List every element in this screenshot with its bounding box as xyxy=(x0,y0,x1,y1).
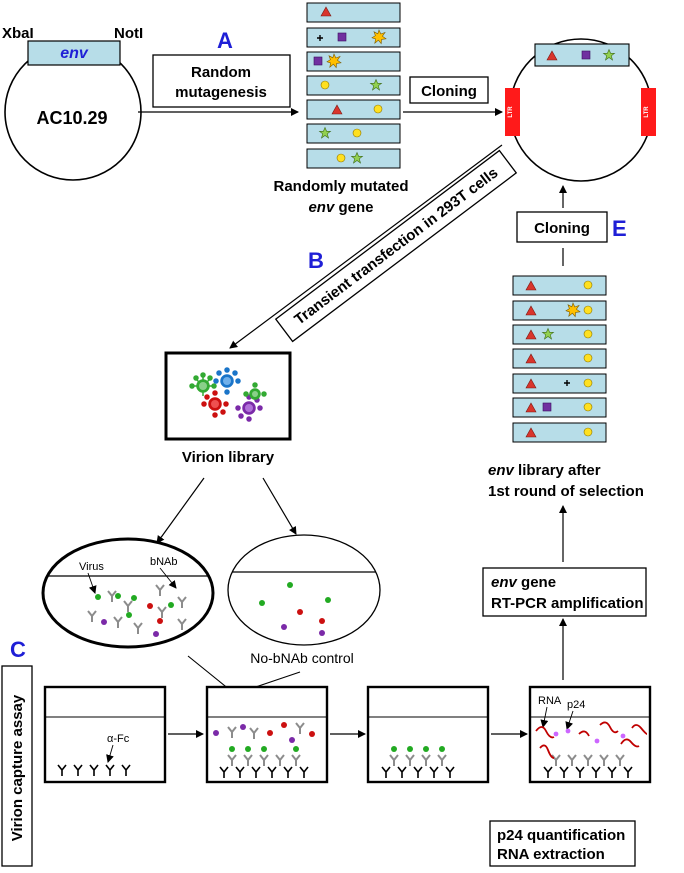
env-insert-label: env xyxy=(60,45,89,62)
no-bnab-control-tube xyxy=(227,534,381,646)
rtpcr-line2: RT-PCR amplification xyxy=(491,595,644,612)
well-3 xyxy=(366,685,490,784)
randomly-mutated-line2: env gene xyxy=(308,199,373,216)
random-mutagenesis-line1: Random xyxy=(191,64,251,81)
alpha-fc-label: α-Fc xyxy=(107,733,130,745)
ltr-left xyxy=(505,88,520,136)
rna-pointer xyxy=(540,706,549,728)
virus-label: Virus xyxy=(79,561,104,573)
rtpcr-box xyxy=(482,567,647,617)
p24-quantification-box xyxy=(489,820,636,867)
p24-pointer xyxy=(565,710,574,730)
noti-label: NotI xyxy=(114,25,143,42)
bnab-tube xyxy=(41,537,215,649)
no-bnab-control-label: No-bNAb control xyxy=(250,650,354,666)
well-4-contents xyxy=(535,721,648,779)
virion-capture-assay-box xyxy=(1,665,33,867)
arrow-to-bnab-tube xyxy=(156,477,205,544)
well-4 xyxy=(528,685,652,784)
random-mutagenesis-line2: mutagenesis xyxy=(175,84,267,101)
virion-library-label: Virion library xyxy=(182,449,275,466)
step-c-label: C xyxy=(10,637,26,662)
cloning-box-lower xyxy=(516,211,608,243)
virus-pointer xyxy=(87,572,97,594)
well-2-contents xyxy=(213,722,315,779)
env-insert-box xyxy=(27,40,121,66)
virion-library-box xyxy=(164,351,292,441)
p24-quantification-line2: RNA extraction xyxy=(497,846,605,863)
bnab-label: bNAb xyxy=(150,556,178,568)
virion-particles xyxy=(189,367,267,422)
gene-box xyxy=(306,2,401,23)
arrow-to-control-tube xyxy=(262,477,297,535)
gene-box xyxy=(306,27,401,48)
xbai-label: XbaI xyxy=(2,25,34,42)
arrow-transfection xyxy=(229,144,503,349)
ltr-right-label: LTR xyxy=(644,106,650,118)
mutated-env-stack xyxy=(306,2,401,169)
step-a-label: A xyxy=(217,28,233,53)
rtpcr-line1: env gene xyxy=(491,574,556,591)
env-library-line2: 1st round of selection xyxy=(488,483,644,500)
p24-quantification-line1: p24 quantification xyxy=(497,827,625,844)
p24-label: p24 xyxy=(567,699,585,711)
env-library-line1: env library after xyxy=(488,462,601,479)
selected-env-library-stack xyxy=(512,275,607,443)
random-mutagenesis-box xyxy=(152,54,291,108)
bnab-tube-contents xyxy=(87,584,187,637)
gene-box xyxy=(306,99,401,120)
alpha-fc-pointer xyxy=(106,744,114,763)
rna-label: RNA xyxy=(538,695,562,707)
bnab-pointer xyxy=(159,567,177,589)
control-tube-contents xyxy=(259,582,331,636)
well-1 xyxy=(43,685,167,784)
ltr-right xyxy=(641,88,656,136)
gene-box xyxy=(306,148,401,169)
cloning-box-top xyxy=(409,76,489,104)
ac10-29-label: AC10.29 xyxy=(36,108,107,128)
ltr-left-label: LTR xyxy=(508,106,514,118)
well-3-contents xyxy=(381,746,455,779)
randomly-mutated-line1: Randomly mutated xyxy=(273,178,408,195)
step-b-label: B xyxy=(308,248,324,273)
cloning-label-top: Cloning xyxy=(421,83,477,100)
step-e-label: E xyxy=(612,216,627,241)
well-2 xyxy=(205,685,329,784)
cloning-label-lower: Cloning xyxy=(534,220,590,237)
virion-capture-assay-label: Virion capture assay xyxy=(9,694,26,841)
